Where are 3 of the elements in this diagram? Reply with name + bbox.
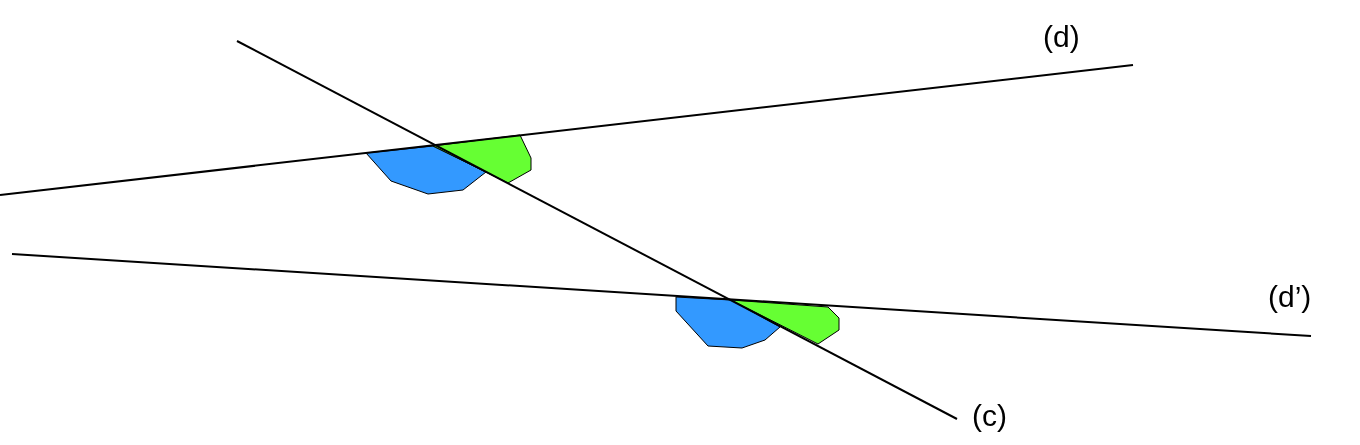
line-label: (d’) [1268,282,1312,312]
line-label: (c) [972,401,1007,431]
line-label: (d) [1043,22,1080,52]
